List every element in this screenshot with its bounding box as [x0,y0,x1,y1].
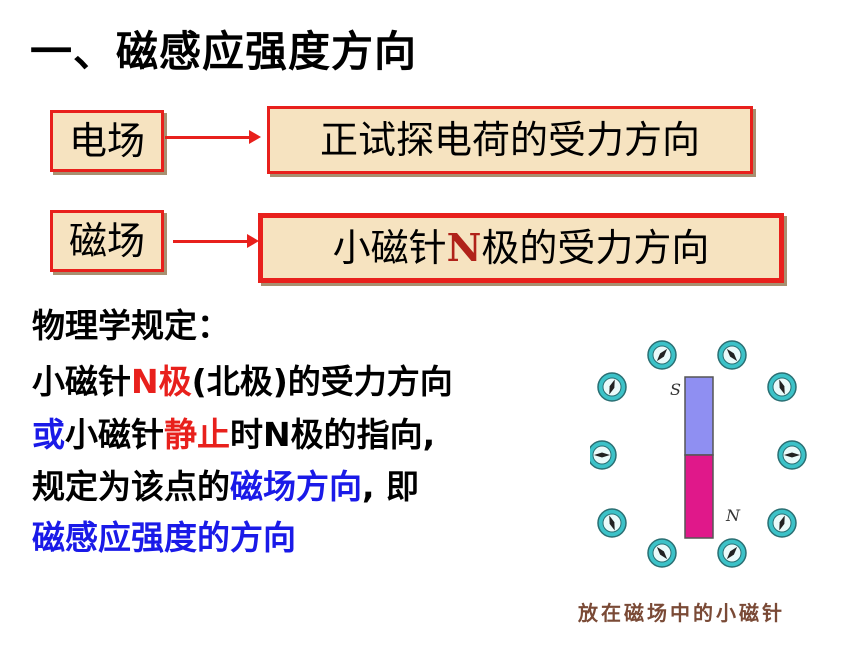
magnetic-desc-post: 极的受力方向 [481,226,710,270]
rule-line-2-c: 静止 [164,415,230,454]
rule-line-1-c: (北极)的受力方向 [191,362,453,401]
rule-line-1: 小磁针N极(北极)的受力方向 [32,365,453,398]
compass-icon [717,340,747,370]
compass-icon [647,340,677,370]
magnet-north-half [684,454,714,539]
compass-icon [767,508,797,538]
rule-line-3-c: , 即 [362,467,420,506]
compass-icon [777,440,807,470]
rule-line-3-a: 规定为该点的 [32,467,230,506]
rule-line-4: 磁感应强度的方向 [32,518,296,557]
compass-icon [597,508,627,538]
rule-line-2-d: 时N极的指向, [230,415,436,454]
arrow-electric [165,130,261,144]
pole-s-label: S [670,380,681,399]
page-title: 一、磁感应强度方向 [30,27,418,76]
rule-line-2: 或小磁针静止时N极的指向, [32,418,435,451]
rule-line-1-b: N极 [131,362,192,401]
magnet-south-half [684,376,714,456]
compass-icon [597,372,627,402]
pole-n-label: N [725,506,741,525]
compass-icon [717,538,747,568]
magnetic-field-label: 磁场 [50,210,164,272]
rule-line-3-b: 磁场方向 [230,467,362,506]
compass-icon [767,372,797,402]
bar-magnet-figure: S N [590,340,807,568]
electric-field-direction: 正试探电荷的受力方向 [267,106,753,174]
electric-field-direction-text: 正试探电荷的受力方向 [319,118,700,162]
rule-line-2-b: 小磁针 [65,415,164,454]
rule-line-3: 规定为该点的磁场方向, 即 [32,470,419,503]
magnetic-field-label-text: 磁场 [68,219,145,263]
rule-line-2-a: 或 [32,415,65,454]
rule-line-1-a: 小磁针 [32,362,131,401]
rule-heading: 物理学规定： [32,306,230,345]
compass-icon [590,440,617,470]
arrow-magnetic [173,234,259,248]
magnetic-desc-pre: 小磁针 [332,226,447,270]
compass-icon [647,538,677,568]
figure-caption: 放在磁场中的小磁针 [578,601,785,625]
magnetic-desc-n: N [446,225,482,270]
electric-field-label: 电场 [50,110,164,172]
electric-field-label-text: 电场 [68,119,145,163]
